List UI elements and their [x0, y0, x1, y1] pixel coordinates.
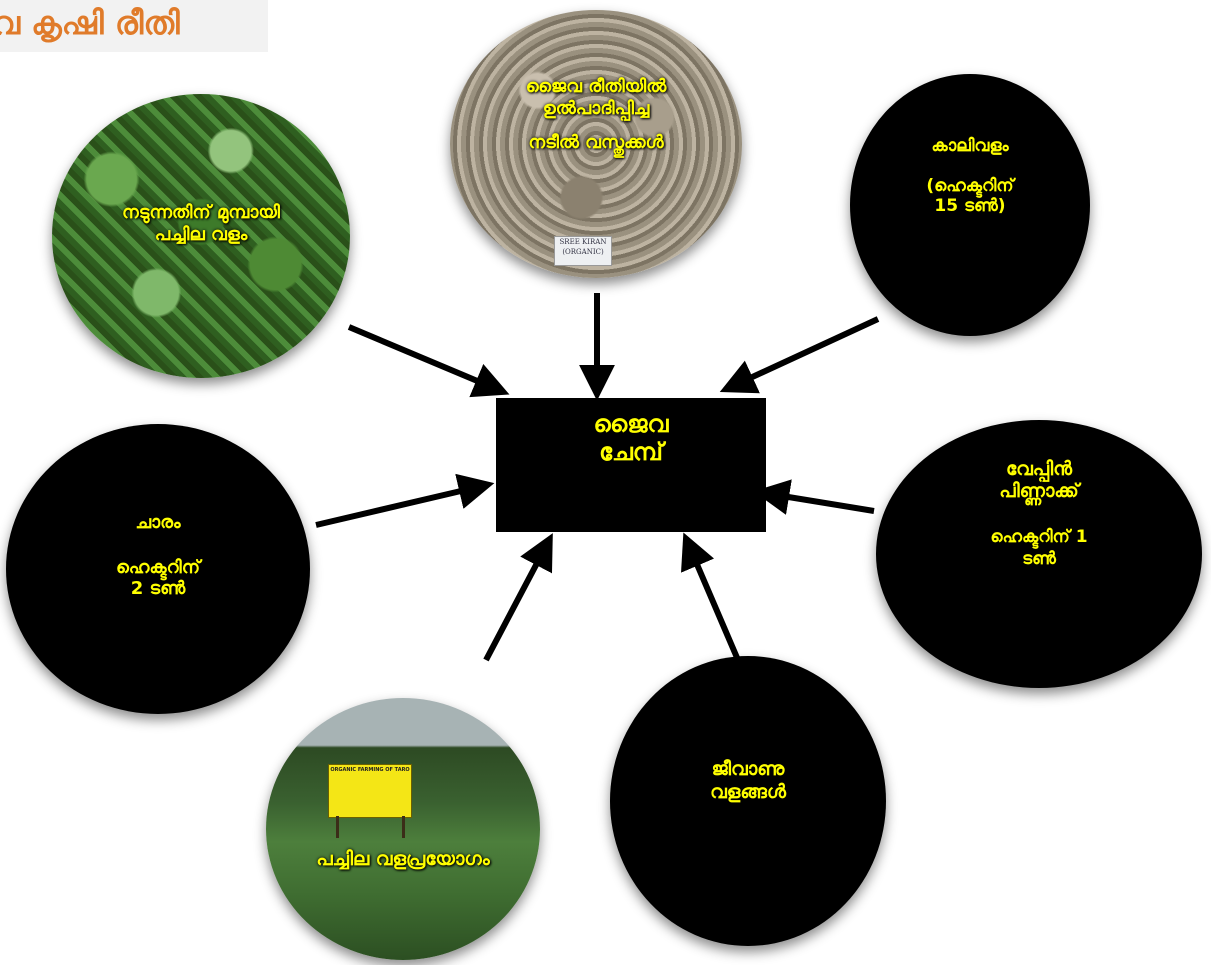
tag-line-1: SREE KIRAN	[559, 238, 607, 246]
signboard-title: ORGANIC FARMING OF TARO	[330, 767, 410, 773]
planting-material-tag: SREE KIRAN (ORGANIC)	[554, 236, 612, 266]
arrow-cattle-manure	[719, 316, 880, 394]
center-label: ജൈവ ചേമ്പ്	[496, 410, 766, 466]
node-green-leaf-application-label: പച്ചില വളപ്രയോഗം	[266, 848, 540, 870]
arrow-ash	[315, 473, 495, 528]
node-planting-material: ജൈവ രീതിയിൽ ഉൽപാദിപ്പിച്ച നടീൽ വസ്തുക്കൾ…	[450, 10, 742, 278]
node-ash-label: ചാരം ഹെക്ടറിന് 2 ടൺ	[6, 512, 310, 599]
node-planting-material-label: ജൈവ രീതിയിൽ ഉൽപാദിപ്പിച്ച നടീൽ വസ്തുക്കൾ	[450, 76, 742, 154]
node-neem-cake-line-3: ഹെക്ടറിന് 1	[990, 527, 1088, 547]
node-biofertilizer-label: ജീവാണു വളങ്ങൾ	[610, 758, 886, 804]
node-planting-material-line-2: ഉൽപാദിപ്പിച്ച	[542, 98, 650, 119]
node-green-manure-line-2: പച്ചില വളം	[154, 224, 248, 245]
node-green-manure-line-1: നടുന്നതിന് മുമ്പായി	[122, 202, 280, 223]
node-cattle-manure-label: കാലിവളം (ഹെക്ടറിന് 15 ടൺ)	[850, 136, 1090, 216]
node-neem-cake-line-4: ടൺ	[1022, 549, 1056, 569]
node-neem-cake-line-1: വേപ്പിൻ	[1005, 458, 1073, 480]
node-biofertilizer: ജീവാണു വളങ്ങൾ	[610, 656, 886, 946]
node-cattle-manure-line-1: കാലിവളം	[931, 136, 1009, 156]
farm-signboard: ORGANIC FARMING OF TARO	[328, 764, 412, 818]
node-ash: ചാരം ഹെക്ടറിന് 2 ടൺ	[6, 424, 310, 714]
node-cattle-manure-line-3: 15 ടൺ)	[934, 196, 1006, 216]
center-line-1: ജൈവ	[593, 410, 669, 438]
arrow-green-leaf	[483, 533, 553, 662]
node-ash-line-3: 2 ടൺ	[130, 578, 186, 599]
node-neem-cake-label: വേപ്പിൻ പിണ്ണാക്ക് ഹെക്ടറിന് 1 ടൺ	[876, 458, 1202, 570]
node-planting-material-line-1: ജൈവ രീതിയിൽ	[525, 76, 667, 97]
tag-line-2: (ORGANIC)	[562, 248, 604, 256]
node-ash-line-1: ചാരം	[135, 512, 181, 533]
node-green-leaf-application-line-1: പച്ചില വളപ്രയോഗം	[316, 848, 490, 870]
node-neem-cake: വേപ്പിൻ പിണ്ണാക്ക് ഹെക്ടറിന് 1 ടൺ	[876, 420, 1202, 688]
node-biofertilizer-line-1: ജീവാണു	[711, 758, 785, 780]
node-ash-line-2: ഹെക്ടറിന്	[115, 557, 201, 578]
center-line-2: ചേമ്പ്	[599, 438, 663, 466]
node-cattle-manure-line-2: (ഹെക്ടറിന്	[926, 176, 1014, 196]
node-green-leaf-application: ORGANIC FARMING OF TARO പച്ചില വളപ്രയോഗം	[266, 698, 540, 960]
center-box: ജൈവ ചേമ്പ്	[496, 398, 766, 532]
arrow-neem-cake	[753, 479, 875, 515]
node-green-manure: നടുന്നതിന് മുമ്പായി പച്ചില വളം	[52, 94, 350, 378]
title-box: വ കൃഷി രീതി	[0, 0, 268, 52]
node-green-manure-label: നടുന്നതിന് മുമ്പായി പച്ചില വളം	[52, 202, 350, 246]
page-title: വ കൃഷി രീതി	[0, 4, 180, 42]
node-planting-material-line-3: നടീൽ വസ്തുക്കൾ	[528, 132, 664, 153]
sign-post-right	[402, 816, 405, 838]
node-biofertilizer-line-2: വളങ്ങൾ	[710, 781, 786, 803]
node-neem-cake-line-2: പിണ്ണാക്ക്	[999, 480, 1079, 502]
sign-post-left	[336, 816, 339, 838]
arrow-green-manure	[347, 324, 510, 398]
arrow-biofertilizer	[681, 532, 741, 662]
node-cattle-manure: കാലിവളം (ഹെക്ടറിന് 15 ടൺ)	[850, 74, 1090, 336]
